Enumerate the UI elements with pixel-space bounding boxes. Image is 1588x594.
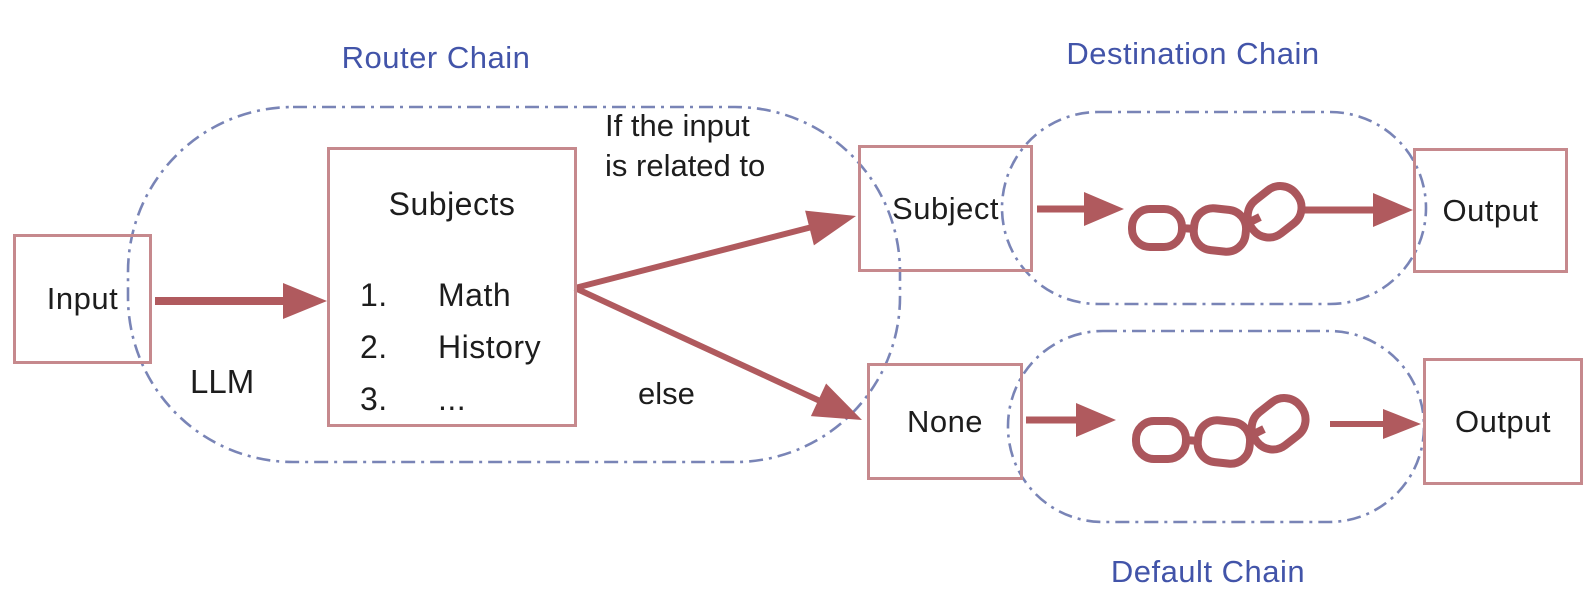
- default-chain-label: Default Chain: [1110, 554, 1306, 589]
- node-output-destination-label: Output: [1442, 192, 1539, 228]
- arrow-chain-to-output-top: [1300, 193, 1413, 227]
- subjects-item: 1. Math: [360, 276, 564, 314]
- node-subject: Subject: [858, 145, 1033, 272]
- condition-text: If the input is related to: [605, 106, 765, 186]
- arrow-subject-to-chain: [1037, 192, 1124, 226]
- arrow-none-to-chain: [1026, 403, 1116, 437]
- arrow-chain-to-output-bottom: [1330, 409, 1421, 439]
- chain-icon: [1132, 394, 1310, 468]
- llm-label: LLM: [190, 363, 255, 400]
- chain-icon: [1128, 182, 1306, 256]
- node-subjects: Subjects 1. Math 2. History 3. ...: [327, 147, 577, 427]
- subjects-content: Subjects 1. Math 2. History 3. ...: [330, 150, 574, 424]
- subjects-list: 1. Math 2. History 3. ...: [360, 276, 564, 418]
- destination-chain-outline: [1000, 110, 1428, 306]
- arrow-branch-to-subject: [574, 210, 856, 291]
- subjects-item-text: Math: [438, 277, 512, 313]
- subjects-item-number: 1.: [360, 277, 388, 313]
- node-none-label: None: [906, 403, 984, 439]
- subjects-item-number: 2.: [360, 329, 388, 365]
- subjects-item: 3. ...: [360, 380, 564, 418]
- default-chain-outline: [1006, 329, 1426, 524]
- condition-line1: If the input: [605, 108, 750, 143]
- subjects-item-number: 3.: [360, 381, 388, 417]
- subjects-item-text: ...: [438, 381, 467, 417]
- condition-line2: is related to: [605, 148, 766, 183]
- node-input: Input: [13, 234, 152, 364]
- else-label: else: [638, 376, 695, 411]
- subjects-item: 2. History: [360, 328, 564, 366]
- node-none: None: [867, 363, 1023, 480]
- subjects-item-text: History: [438, 329, 542, 365]
- arrow-input-to-subjects: [155, 283, 327, 319]
- node-subject-label: Subject: [892, 190, 999, 226]
- subjects-title: Subjects: [388, 186, 516, 222]
- node-output-default: Output: [1423, 358, 1583, 485]
- node-output-default-label: Output: [1454, 403, 1552, 439]
- node-output-destination: Output: [1413, 148, 1568, 273]
- destination-chain-label: Destination Chain: [1066, 36, 1320, 71]
- router-chain-label: Router Chain: [341, 40, 531, 75]
- node-input-label: Input: [46, 281, 119, 316]
- arrow-branch-to-none: [573, 285, 862, 420]
